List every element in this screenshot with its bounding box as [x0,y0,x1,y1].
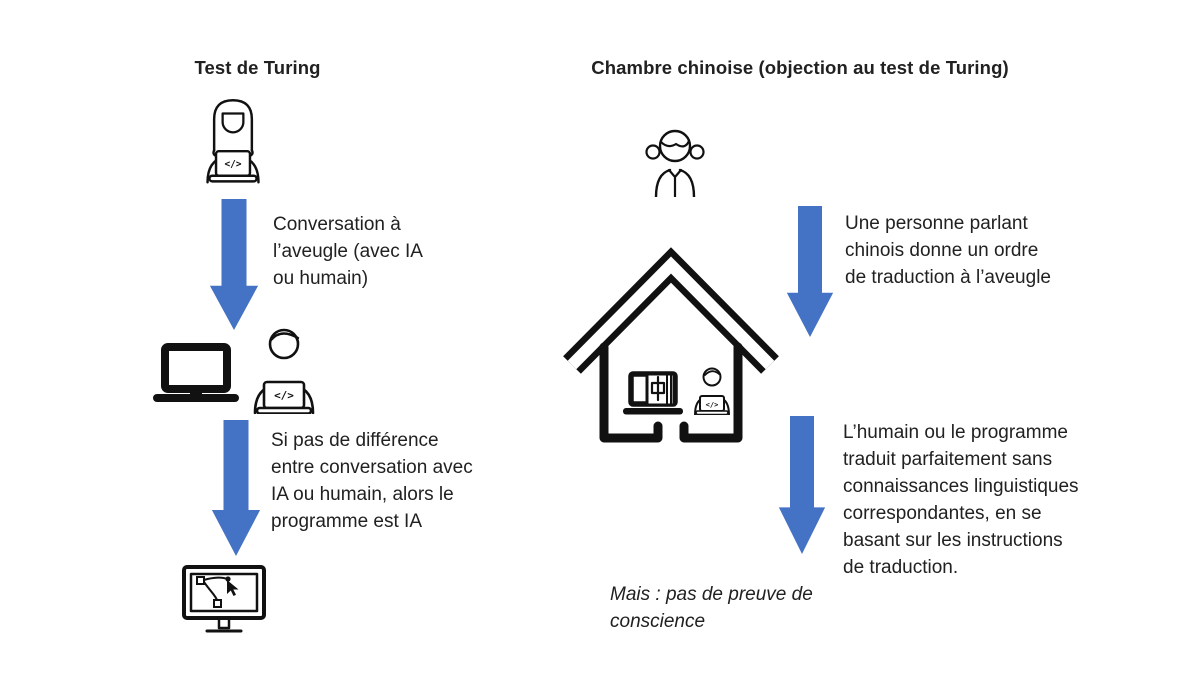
code-glyph: </> [225,159,242,170]
code-glyph: </> [706,401,719,409]
turing-step1-label: Conversation à l’aveugle (avec IA ou hum… [273,214,423,289]
down-arrow-icon [209,199,259,331]
monitor-vector-design-icon [181,564,267,640]
woman-at-laptop-icon: </> [200,90,266,186]
girl-pigtails-icon [643,125,707,197]
chinese-room-title: Chambre chinoise (objection au test de T… [591,57,1009,78]
turing-step2-label: Si pas de différence entre conversation … [271,430,473,532]
turing-test-title: Test de Turing [194,57,321,78]
down-arrow-icon [211,420,261,557]
chinese-room-note: Mais : pas de preuve de conscience [610,584,813,632]
laptop-translation-book-icon [622,371,688,417]
person-at-laptop-small-icon: </> [691,367,733,415]
house-icon [560,245,782,447]
down-arrow-icon [786,206,834,338]
laptop-icon [150,342,242,404]
man-at-laptop-icon: </> [248,326,320,414]
chinese-character-zhong-icon [650,375,666,402]
down-arrow-icon [778,416,826,555]
chinese-room-step2-label: L’humain ou le programme traduit parfait… [843,422,1079,578]
code-glyph: </> [274,389,294,402]
chinese-room-step1-label: Une personne parlant chinois donne un or… [845,213,1051,288]
